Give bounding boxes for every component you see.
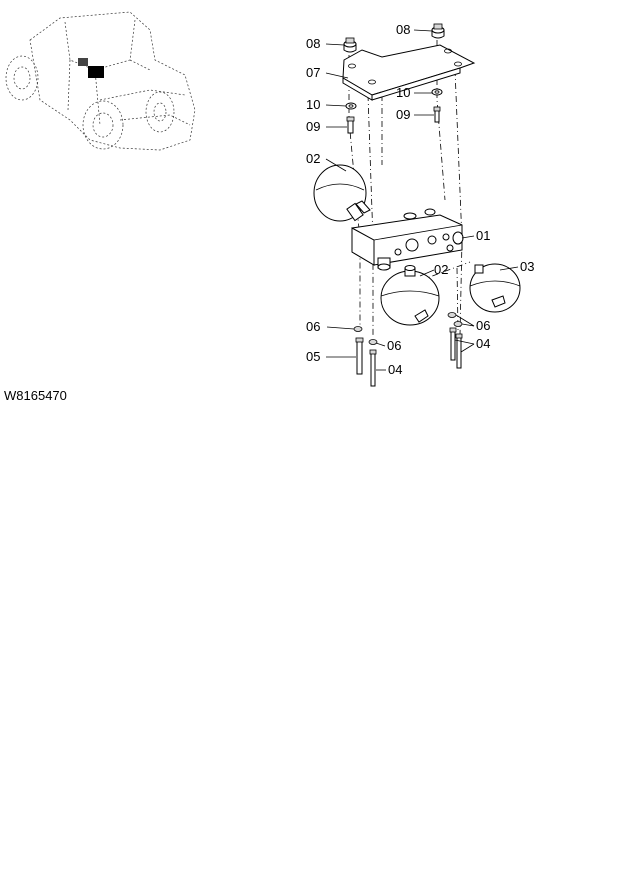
bolt-right <box>433 106 441 123</box>
callout-02-lower: 02 <box>434 262 448 277</box>
long-bolt-right-b <box>455 333 463 369</box>
cap-left <box>343 37 357 53</box>
callout-03: 03 <box>520 259 534 274</box>
washer-left <box>345 102 357 110</box>
accumulator-right <box>469 263 521 313</box>
leader-lines <box>325 29 519 371</box>
callout-01: 01 <box>476 228 490 243</box>
bolt-left <box>346 116 355 134</box>
callout-07: 07 <box>306 65 320 80</box>
callout-04-center: 04 <box>388 362 402 377</box>
rear-wheel <box>82 100 124 150</box>
callout-05: 05 <box>306 349 320 364</box>
washer-right <box>431 88 443 96</box>
callout-08-left: 08 <box>306 36 320 51</box>
cap-right <box>431 23 445 39</box>
valve-block <box>351 208 464 271</box>
callout-09-right: 09 <box>396 107 410 122</box>
long-bolt-right-a <box>449 327 457 361</box>
callout-06-left: 06 <box>306 319 320 334</box>
callout-10-right: 10 <box>396 85 410 100</box>
long-bolt-center <box>369 349 377 387</box>
callout-06-right: 06 <box>476 318 490 333</box>
seal-right-lower <box>453 321 463 327</box>
seal-left-inner <box>368 339 378 345</box>
figure-id: W8165470 <box>4 388 67 403</box>
highlighted-component <box>78 58 104 78</box>
callout-10-left: 10 <box>306 97 320 112</box>
seal-left-outer <box>353 326 363 332</box>
seal-right-upper <box>447 312 457 318</box>
machine-locator-view <box>5 11 196 151</box>
callout-04-right: 04 <box>476 336 490 351</box>
accumulator-upper <box>313 164 371 222</box>
callout-labels: 08 08 07 10 10 09 09 02 01 02 03 06 06 0… <box>306 22 534 377</box>
mounting-plate <box>342 44 476 101</box>
side-wheel <box>145 91 175 133</box>
callout-08-right: 08 <box>396 22 410 37</box>
accumulator-lower <box>380 265 440 326</box>
callout-02-upper: 02 <box>306 151 320 166</box>
callout-06-center: 06 <box>387 338 401 353</box>
callout-09-left: 09 <box>306 119 320 134</box>
exploded-diagram: 08 08 07 10 10 09 09 02 01 02 03 06 06 0… <box>306 22 534 387</box>
long-bolt-left <box>355 337 364 375</box>
front-wheel-left <box>5 55 39 101</box>
